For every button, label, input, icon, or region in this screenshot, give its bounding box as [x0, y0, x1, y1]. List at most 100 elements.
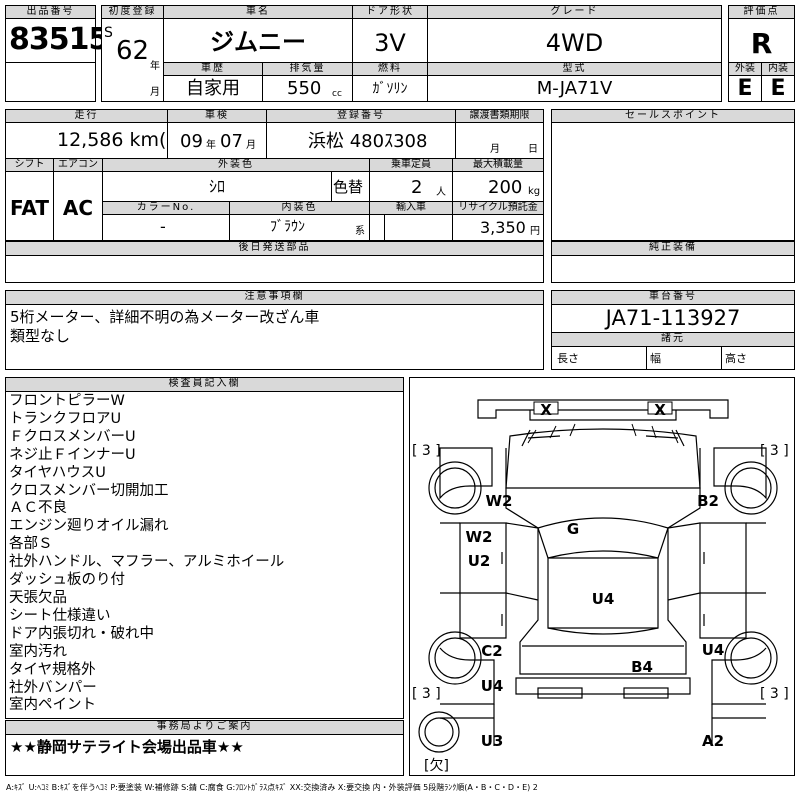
inspector-line: 室内汚れ [9, 643, 67, 660]
later-parts-label: 後日発送部品 [5, 241, 544, 256]
inspector-line: タイヤハウスU [9, 464, 106, 481]
color-no-label: カラーNo. [102, 201, 230, 215]
ac: AC [62, 196, 94, 220]
mark-w2-door: W2 [466, 528, 493, 546]
inspector-line: トランクフロアU [9, 410, 122, 427]
grade-label: グレード [427, 5, 722, 19]
chassis-number: JA71-113927 [605, 306, 741, 330]
grade: 4WD [545, 29, 604, 57]
tire-mark-rl: [ 3 ] [412, 686, 441, 702]
inspector-line: 各部Ｓ [9, 536, 53, 553]
notes-label: 注意事項欄 [5, 290, 544, 305]
load: 200 [488, 177, 523, 198]
model-label: 型式 [427, 62, 722, 76]
plate-label: 登録番号 [266, 109, 456, 123]
tire-mark-fr: [ 3 ] [760, 443, 789, 459]
inspector-line: ＦクロスメンバーU [9, 428, 136, 445]
interior-grade: E [770, 76, 786, 101]
tire-mark-rr: [ 3 ] [760, 686, 789, 702]
recycle-fee: 3,350 [480, 218, 526, 237]
ext-color: ｼﾛ [208, 177, 225, 196]
fuel: ｶﾞｿﾘﾝ [372, 81, 408, 97]
color-no: - [160, 217, 166, 236]
inspector-line: ネジ止ＦインナーU [9, 446, 136, 463]
inspector-line: ダッシュ板のり付 [9, 572, 125, 589]
notes-line-1: 5桁メーター、詳細不明の為メーター改ざん車 [10, 308, 320, 326]
mileage: 12,586 km(*) [57, 129, 184, 151]
inspector-line: フロントピラーW [9, 393, 125, 409]
int-color-label: 内装色 [229, 201, 370, 215]
model: M-JA71V [536, 78, 613, 99]
score: R [750, 27, 773, 60]
deadline-label: 譲渡書類期限 [455, 109, 544, 123]
displacement: 550 [287, 78, 322, 99]
door: 3V [374, 29, 406, 57]
reg-year: 62 [116, 36, 150, 66]
inspector-line: クロスメンバー切開加工 [9, 482, 169, 499]
car-diagram-svg: X X W2 B2 G W2 U2 U4 C2 U4 B4 U4 U3 A2 [… [412, 399, 789, 774]
history: 自家用 [186, 78, 240, 99]
car-name: ジムニー [210, 28, 306, 56]
office-box [5, 734, 404, 776]
inspector-line: ＡＣ不良 [9, 500, 67, 517]
office-label: 事務局よりご案内 [5, 720, 404, 735]
inspector-box [5, 391, 404, 719]
inspector-line: ドア内張切れ・破れ中 [9, 625, 154, 642]
mark-w2-front: W2 [486, 492, 513, 510]
score-label: 評価点 [728, 5, 795, 19]
import-label: 輸入車 [369, 201, 453, 215]
notes-line-2: 類型なし [10, 327, 71, 345]
inspector-line: 室内ペイント [9, 697, 96, 714]
displacement-label: 排気量 [262, 62, 353, 76]
lot-no: 83515 [9, 22, 109, 57]
mark-a2: A2 [702, 732, 724, 750]
first-reg-label: 初度登録 [101, 5, 164, 19]
later-parts-box [5, 255, 544, 283]
capacity-label: 乗車定員 [369, 158, 453, 172]
int-color: ﾌﾞﾗｳﾝ [270, 219, 305, 235]
history-label: 車歴 [163, 62, 263, 76]
car-diagram: X X W2 B2 G W2 U2 U4 C2 U4 B4 U4 U3 A2 [… [409, 377, 795, 776]
tire-mark-fl: [ 3 ] [412, 443, 441, 459]
inspection-label: 車検 [167, 109, 267, 123]
door-label: ドア形状 [352, 5, 428, 19]
inspector-label: 検査員記入欄 [5, 377, 404, 392]
mark-x-right: X [654, 401, 666, 419]
inspector-line: シート仕様違い [9, 607, 111, 624]
shift-label: シフト [5, 158, 54, 172]
inspector-notes: フロントピラーW トランクフロアU ＦクロスメンバーU ネジ止ＦインナーU タイ… [9, 393, 284, 715]
lot-no-label: 出品番号 [5, 5, 96, 19]
legend: A:ｷｽﾞ U:ﾍｺﾐ B:ｷｽﾞを伴うﾍｺﾐ P:要塗装 W:補修跡 S:錆 … [6, 783, 538, 792]
office-text: ★★静岡サテライト会場出品車★★ [10, 738, 244, 756]
interior-label: 内装 [761, 62, 795, 76]
chassis-label: 車台番号 [551, 290, 795, 305]
capacity: 2 [411, 177, 423, 198]
mark-b4: B4 [631, 658, 653, 676]
notes-box [5, 304, 544, 370]
mileage-label: 走行 [5, 109, 168, 123]
mark-u4-roof: U4 [592, 590, 615, 608]
ac-label: エアコン [53, 158, 103, 172]
mark-u2: U2 [468, 552, 491, 570]
recycle-label: リサイクル預託金 [452, 201, 544, 215]
exterior-grade: E [737, 76, 753, 101]
mark-u3: U3 [481, 732, 504, 750]
inspector-line: タイヤ規格外 [9, 661, 96, 678]
exterior-label: 外装 [728, 62, 762, 76]
genuine-box [551, 255, 795, 283]
mark-b2: B2 [697, 492, 719, 510]
mark-u4-left: U4 [481, 677, 504, 695]
sales-point-label: セールスポイント [551, 109, 795, 123]
spec-label: 諸元 [551, 332, 795, 347]
spare-tire-mark: [欠] [424, 758, 449, 774]
inspector-line: 社外バンパー [9, 679, 97, 696]
mark-x-left: X [540, 401, 552, 419]
load-label: 最大積載量 [452, 158, 544, 172]
mark-u4-right: U4 [702, 641, 725, 659]
car-name-label: 車名 [163, 5, 353, 19]
shift: FAT [10, 196, 49, 220]
inspector-line: エンジン廻りオイル漏れ [9, 518, 169, 535]
plate: 浜松 480ｽ308 [308, 131, 428, 152]
mark-g: G [567, 520, 579, 538]
fuel-label: 燃料 [352, 62, 428, 76]
